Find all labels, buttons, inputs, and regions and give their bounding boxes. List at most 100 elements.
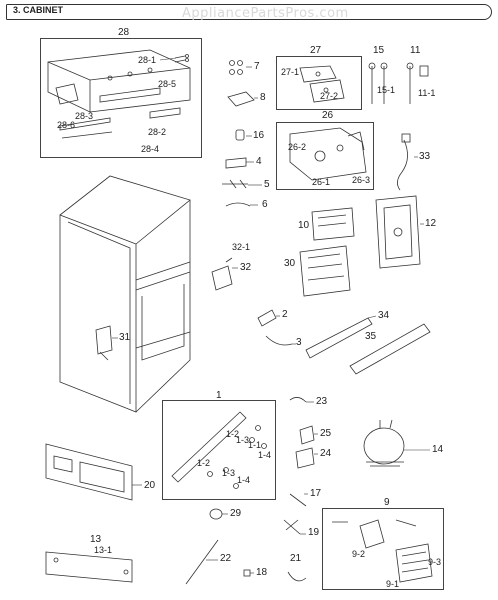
part-16 <box>235 129 245 141</box>
section-header: 3. CABINET AppliancePartsPros.com <box>6 4 492 21</box>
label-28-4: 28-4 <box>141 144 160 154</box>
label-20: 20 <box>144 480 156 491</box>
watermark: AppliancePartsPros.com <box>182 6 349 21</box>
label-28-1: 28-1 <box>138 55 157 65</box>
label-28-5: 28-5 <box>158 79 177 89</box>
label-13-1: 13-1 <box>94 545 113 555</box>
part-8 <box>227 91 255 107</box>
label-4: 4 <box>256 156 262 167</box>
label-9: 9 <box>384 497 390 508</box>
label-1-2a: 1-2 <box>226 429 240 439</box>
label-28-6: 28-6 <box>57 120 76 130</box>
cabinet-body <box>59 175 191 413</box>
label-24: 24 <box>320 448 332 459</box>
part-33-plug <box>401 133 411 143</box>
label-17: 17 <box>310 488 322 499</box>
part-22 <box>185 539 219 585</box>
label-3: 3 <box>296 337 302 348</box>
label-9-1: 9-1 <box>386 579 400 589</box>
label-16: 16 <box>253 130 265 141</box>
label-27-1: 27-1 <box>281 67 300 77</box>
part-25 <box>299 425 315 445</box>
label-7: 7 <box>254 61 260 72</box>
label-23: 23 <box>316 396 328 407</box>
part-7-screws <box>229 60 243 75</box>
part-15-pins <box>368 62 388 104</box>
part-18 <box>243 569 251 577</box>
label-34: 34 <box>378 310 390 321</box>
label-1-2b: 1-2 <box>197 458 211 468</box>
part-3 <box>265 335 293 346</box>
part-5 <box>222 179 248 189</box>
part-19 <box>283 519 301 535</box>
label-1-3a: 1-3 <box>236 435 250 445</box>
part-6 <box>225 202 251 207</box>
group-box-1 <box>162 400 276 500</box>
label-26-3: 26-3 <box>352 175 371 185</box>
leader-lines <box>112 57 430 574</box>
label-32-1: 32-1 <box>232 242 251 252</box>
label-26: 26 <box>322 110 334 121</box>
part-26-hinge <box>289 127 367 181</box>
label-14: 14 <box>432 444 444 455</box>
part-13-panel <box>45 551 133 583</box>
label-10: 10 <box>298 220 310 231</box>
label-26-1: 26-1 <box>312 177 331 187</box>
label-1-3b: 1-3 <box>222 468 236 478</box>
label-15-1: 15-1 <box>377 85 396 95</box>
label-30: 30 <box>284 258 296 269</box>
label-2: 2 <box>282 309 288 320</box>
part-21 <box>287 571 307 582</box>
label-25: 25 <box>320 428 332 439</box>
label-9-2: 9-2 <box>352 549 366 559</box>
group-box-9 <box>322 508 444 590</box>
label-1-4a: 1-4 <box>258 450 272 460</box>
label-18: 18 <box>256 567 268 578</box>
part-20-grille <box>45 443 133 501</box>
label-1-1: 1-1 <box>248 440 262 450</box>
label-32: 32 <box>240 262 252 273</box>
label-21: 21 <box>290 553 302 564</box>
label-28-2: 28-2 <box>148 127 167 137</box>
part-31 <box>95 325 113 361</box>
part-2 <box>257 309 277 327</box>
part-14-compressor <box>363 419 405 467</box>
part-28-bracket <box>47 49 191 139</box>
part-29 <box>209 508 223 520</box>
label-9-3: 9-3 <box>428 557 442 567</box>
label-33: 33 <box>419 151 431 162</box>
part-4 <box>225 157 247 169</box>
label-13: 13 <box>90 534 102 545</box>
label-27: 27 <box>310 45 322 56</box>
label-8: 8 <box>260 92 266 103</box>
part-24 <box>295 447 315 469</box>
label-31: 31 <box>119 332 131 343</box>
label-28-3: 28-3 <box>75 111 94 121</box>
label-12: 12 <box>425 218 437 229</box>
label-35: 35 <box>365 331 377 342</box>
group-box-27 <box>276 56 362 110</box>
label-1: 1 <box>216 390 222 401</box>
part-10-pcb <box>311 207 355 241</box>
label-28: 28 <box>118 27 130 38</box>
label-11-1: 11-1 <box>418 88 436 98</box>
group-box-26 <box>276 122 374 190</box>
label-22: 22 <box>220 553 232 564</box>
part-32 <box>211 257 233 291</box>
label-6: 6 <box>262 199 268 210</box>
part-23 <box>289 397 307 403</box>
part-27-hinge <box>299 65 345 103</box>
label-26-2: 26-2 <box>288 142 307 152</box>
part-34-rail <box>305 317 373 359</box>
label-19: 19 <box>308 527 320 538</box>
part-17 <box>289 493 307 507</box>
label-29: 29 <box>230 508 242 519</box>
label-1-4b: 1-4 <box>237 475 251 485</box>
label-15: 15 <box>373 45 385 56</box>
label-5: 5 <box>264 179 270 190</box>
section-title: 3. CABINET <box>13 5 64 15</box>
part-9-assembly <box>332 519 433 583</box>
part-1-rail <box>171 411 267 489</box>
label-27-2: 27-2 <box>320 91 339 101</box>
